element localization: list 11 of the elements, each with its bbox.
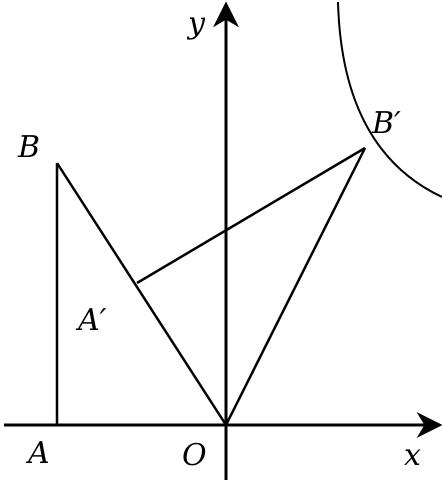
point-label: B xyxy=(18,132,40,164)
line-segment xyxy=(56,162,228,426)
point-label: B′ xyxy=(372,108,401,140)
point-label: O xyxy=(182,440,207,472)
axis-label: y xyxy=(188,8,205,40)
line-segment xyxy=(136,146,366,284)
line-segment xyxy=(224,147,366,426)
axis-label: x xyxy=(404,440,421,472)
line-segment xyxy=(56,163,58,425)
point-label: A′ xyxy=(78,305,106,337)
point-label: A xyxy=(28,438,50,470)
